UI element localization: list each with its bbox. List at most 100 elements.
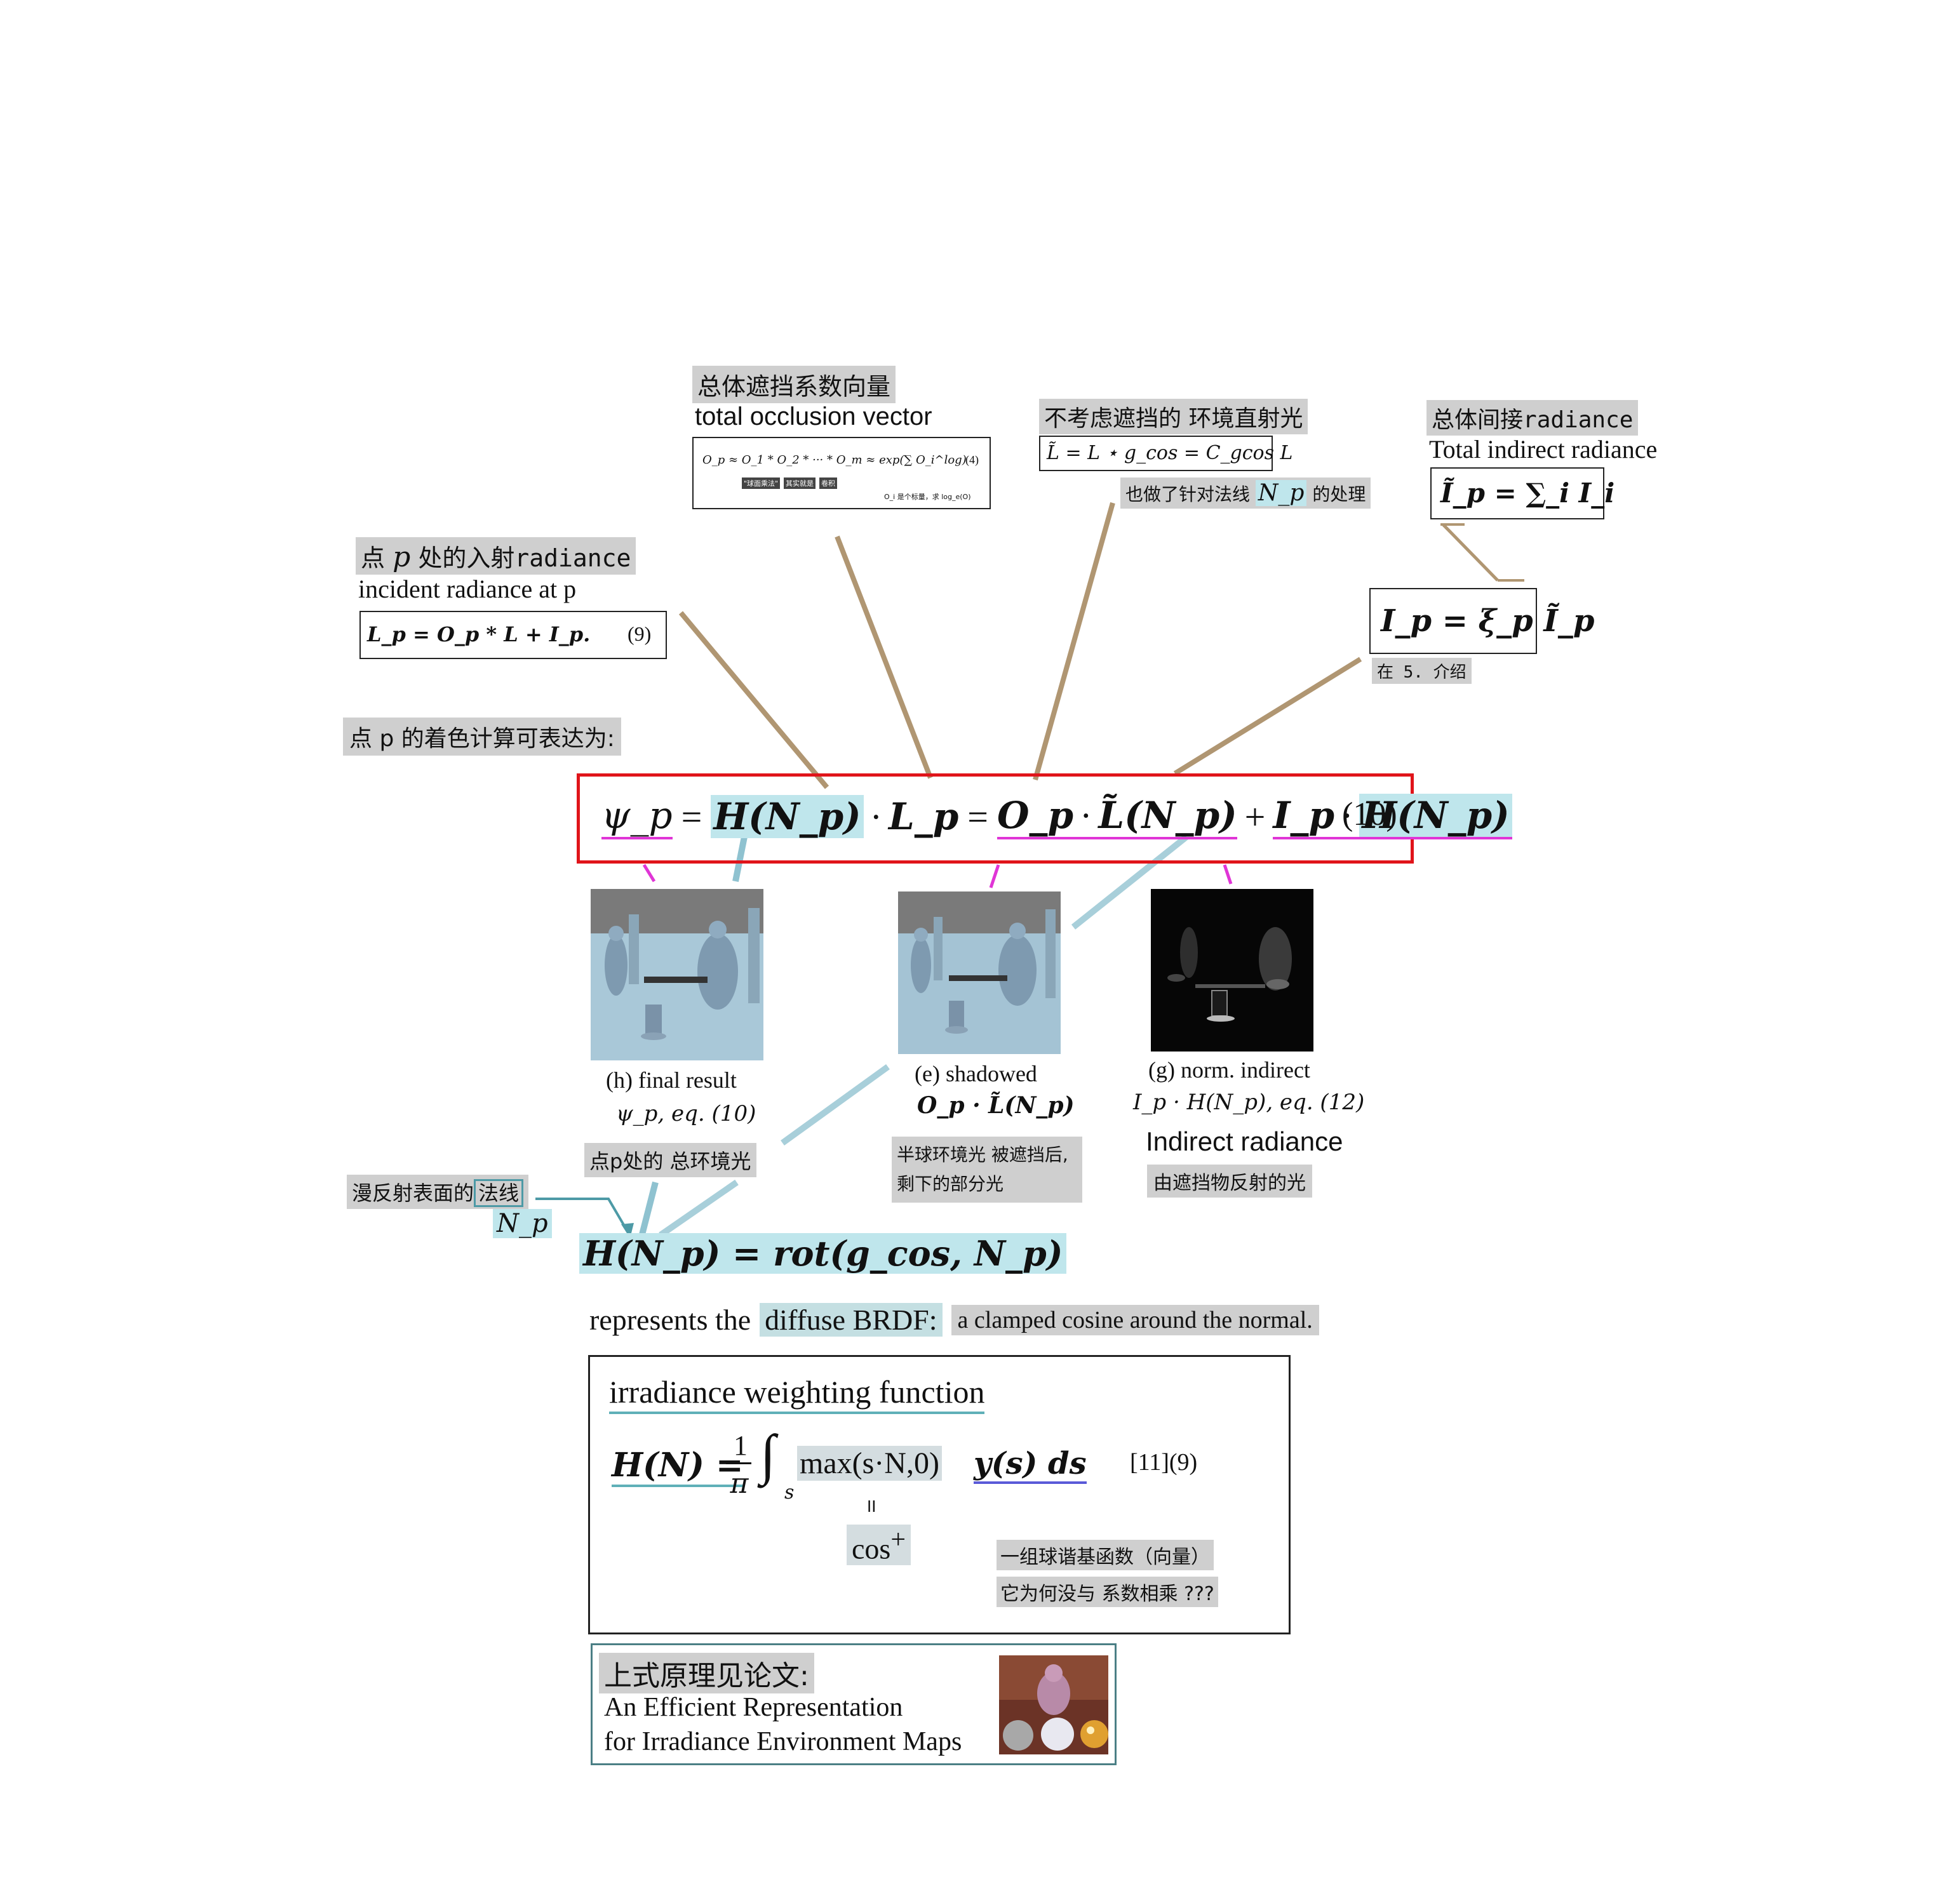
weighting-frac-den: π bbox=[730, 1467, 749, 1500]
weighting-frac-num: 1 bbox=[734, 1430, 748, 1461]
rot-equation: H(N_p) = rot(g_cos, N_p) bbox=[579, 1233, 1067, 1274]
occlusion-note-1: "球面乘法" bbox=[742, 477, 781, 489]
panel-h-caption: (h) final result bbox=[606, 1067, 737, 1093]
unoccluded-equation: L̃ = L ⋆ g_cos = C_gcos L bbox=[1047, 442, 1293, 464]
brdf-line: represents the diffuse BRDF: a clamped c… bbox=[589, 1303, 1319, 1337]
indirect-image bbox=[1151, 889, 1313, 1052]
weighting-y: y(s) ds bbox=[974, 1446, 1087, 1484]
normal-label: 漫反射表面的法线 bbox=[347, 1175, 529, 1209]
main-equation: ψ_p = H(N_p) · L_p = O_p·L̃(N_p) + I_p·H… bbox=[601, 788, 1512, 845]
total-indirect-cn-text: 总体间接 bbox=[1432, 407, 1524, 433]
incident-eq-number: (9) bbox=[628, 622, 652, 645]
unoccluded-note-pre: 也做了针对法线 bbox=[1125, 484, 1251, 505]
final-result-image bbox=[591, 889, 763, 1060]
incident-equation: L_p = O_p * L + I_p. bbox=[367, 622, 591, 646]
occlusion-en-label: total occlusion vector bbox=[695, 403, 932, 431]
connector-occlusion bbox=[835, 535, 933, 779]
main-Ip: I_p bbox=[1273, 794, 1335, 837]
weighting-frac-bar bbox=[726, 1462, 751, 1464]
main-shadowed-term: O_p·L̃(N_p) bbox=[997, 794, 1237, 839]
shadowed-image bbox=[898, 891, 1061, 1054]
rot-equation-text: H(N_p) = rot(g_cos, N_p) bbox=[579, 1233, 1067, 1274]
total-indirect-en-label: Total indirect radiance bbox=[1429, 435, 1658, 464]
panel-e-cn-line1: 半球环境光 被遮挡后, bbox=[897, 1144, 1068, 1165]
panel-g-en: Indirect radiance bbox=[1146, 1126, 1343, 1156]
occlusion-equation: O_p ≈ O_1 * O_2 * ··· * O_m ≈ exp(∑ O_i^… bbox=[702, 453, 967, 467]
incident-en-label: incident radiance at p bbox=[358, 575, 577, 603]
unoccluded-note-post: 的处理 bbox=[1312, 484, 1366, 505]
paper-box: 上式原理见论文: An Efficient Representation for… bbox=[591, 1643, 1117, 1765]
incident-equation-box: L_p = O_p * L + I_p. (9) bbox=[359, 611, 667, 659]
incident-cn-mid: 处的入射 bbox=[418, 544, 515, 572]
main-eq-number: (10) bbox=[1342, 796, 1397, 832]
connector-indirect bbox=[1173, 657, 1362, 776]
panel-g-equation: I_p · H(N_p), eq. (12) bbox=[1133, 1090, 1365, 1115]
panel-e-caption: (e) shadowed bbox=[915, 1061, 1037, 1086]
incident-cn-mono: radiance bbox=[514, 544, 631, 572]
connector-indirect-total bbox=[1442, 523, 1499, 582]
indirect-scaled-equation: I_p = ξ_p Ĩ_p bbox=[1381, 603, 1595, 639]
main-Lp: L_p bbox=[888, 795, 959, 838]
unoccluded-note-symbol: N_p bbox=[1255, 480, 1307, 506]
weighting-title: irradiance weighting function bbox=[609, 1373, 985, 1414]
weighting-note-1: 一组球谐基函数（向量） bbox=[997, 1540, 1214, 1570]
panel-g-caption: (g) norm. indirect bbox=[1148, 1057, 1310, 1083]
brdf-pre: represents the bbox=[589, 1304, 751, 1336]
weighting-lhs: H(N) = bbox=[612, 1446, 744, 1487]
weighting-note-2: 它为何没与 系数相乘 ??? bbox=[997, 1577, 1218, 1607]
incident-cn-symbol: p bbox=[393, 541, 411, 573]
panel-e-cn-line2: 剩下的部分光 bbox=[897, 1173, 1004, 1194]
weighting-cos-plus: + bbox=[890, 1525, 906, 1554]
weighting-cos-text: cos bbox=[852, 1532, 891, 1565]
occlusion-note-2: 其实就是 bbox=[784, 477, 816, 489]
final-result-render bbox=[591, 889, 763, 1060]
total-indirect-cn-mono: radiance bbox=[1523, 407, 1634, 433]
unoccluded-cn-label: 不考虑遮挡的 环境直射光 bbox=[1039, 399, 1308, 434]
paper-title-line1: An Efficient Representation bbox=[604, 1693, 903, 1722]
main-H-second: H(N_p) bbox=[1359, 794, 1512, 837]
occlusion-note-3: 卷积 bbox=[819, 477, 837, 489]
weighting-cos: cos+ bbox=[847, 1525, 911, 1566]
connector-incident bbox=[678, 611, 829, 789]
weighting-eqsign: II bbox=[867, 1497, 876, 1516]
weighting-integral-sub: s bbox=[784, 1481, 795, 1504]
normal-label-boxed: 法线 bbox=[474, 1179, 524, 1207]
panel-h-cn: 点p处的 总环境光 bbox=[584, 1143, 756, 1177]
indirect-render bbox=[1151, 889, 1313, 1052]
main-indirect-term: I_p·H(N_p) bbox=[1273, 794, 1512, 839]
total-indirect-equation-box: Ĩ_p = ∑_i I_i bbox=[1430, 467, 1614, 519]
indirect-scaled-equation-box: I_p = ξ_p Ĩ_p bbox=[1369, 588, 1594, 654]
total-indirect-equation: Ĩ_p = ∑_i I_i bbox=[1440, 477, 1615, 509]
main-H-first: H(N_p) bbox=[711, 795, 864, 838]
weighting-ref: [11](9) bbox=[1130, 1449, 1198, 1476]
occlusion-cn-label: 总体遮挡系数向量 bbox=[692, 366, 896, 403]
shadowed-render bbox=[898, 891, 1061, 1054]
main-Ltilde: L̃(N_p) bbox=[1098, 794, 1237, 837]
total-indirect-cn-label: 总体间接radiance bbox=[1426, 400, 1639, 436]
occlusion-eq-number: (4) bbox=[965, 453, 979, 466]
occlusion-equation-box: O_p ≈ O_1 * O_2 * ··· * O_m ≈ exp(∑ O_i^… bbox=[692, 437, 991, 509]
unoccluded-note: 也做了针对法线 N_p 的处理 bbox=[1120, 477, 1371, 509]
normal-symbol: N_p bbox=[493, 1209, 552, 1238]
occlusion-note-4: O_i 是个标量，求 log_e(O) bbox=[884, 493, 971, 501]
normal-label-text: 漫反射表面的 bbox=[352, 1181, 474, 1205]
unoccluded-equation-box: L̃ = L ⋆ g_cos = C_gcos L bbox=[1039, 436, 1292, 471]
incident-cn-label: 点 p 处的入射radiance bbox=[356, 537, 636, 575]
panel-e-cn: 半球环境光 被遮挡后, 剩下的部分光 bbox=[892, 1137, 1082, 1203]
brdf-post: a clamped cosine around the normal. bbox=[951, 1304, 1319, 1335]
paper-thumbnail-render bbox=[999, 1655, 1108, 1754]
panel-h-equation: ψ_p, eq. (10) bbox=[616, 1101, 756, 1126]
weighting-box: irradiance weighting function H(N) = 1 π… bbox=[588, 1355, 1291, 1634]
weighting-y-text: y(s) ds bbox=[974, 1446, 1087, 1484]
main-psi: ψ_p bbox=[601, 794, 673, 839]
indirect-scaled-note: 在 5. 介绍 bbox=[1372, 658, 1472, 684]
weighting-integral: ∫ bbox=[760, 1424, 776, 1486]
paper-cn-label: 上式原理见论文: bbox=[599, 1653, 814, 1693]
incident-cn-pre: 点 bbox=[361, 544, 386, 572]
main-equation-box: ψ_p = H(N_p) · L_p = O_p·L̃(N_p) + I_p·H… bbox=[577, 773, 1512, 864]
panel-e-equation: O_p · L̃(N_p) bbox=[917, 1092, 1075, 1119]
shading-label: 点 p 的着色计算可表达为: bbox=[343, 718, 621, 756]
brdf-highlight: diffuse BRDF: bbox=[760, 1303, 943, 1337]
main-Op: O_p bbox=[997, 794, 1074, 837]
